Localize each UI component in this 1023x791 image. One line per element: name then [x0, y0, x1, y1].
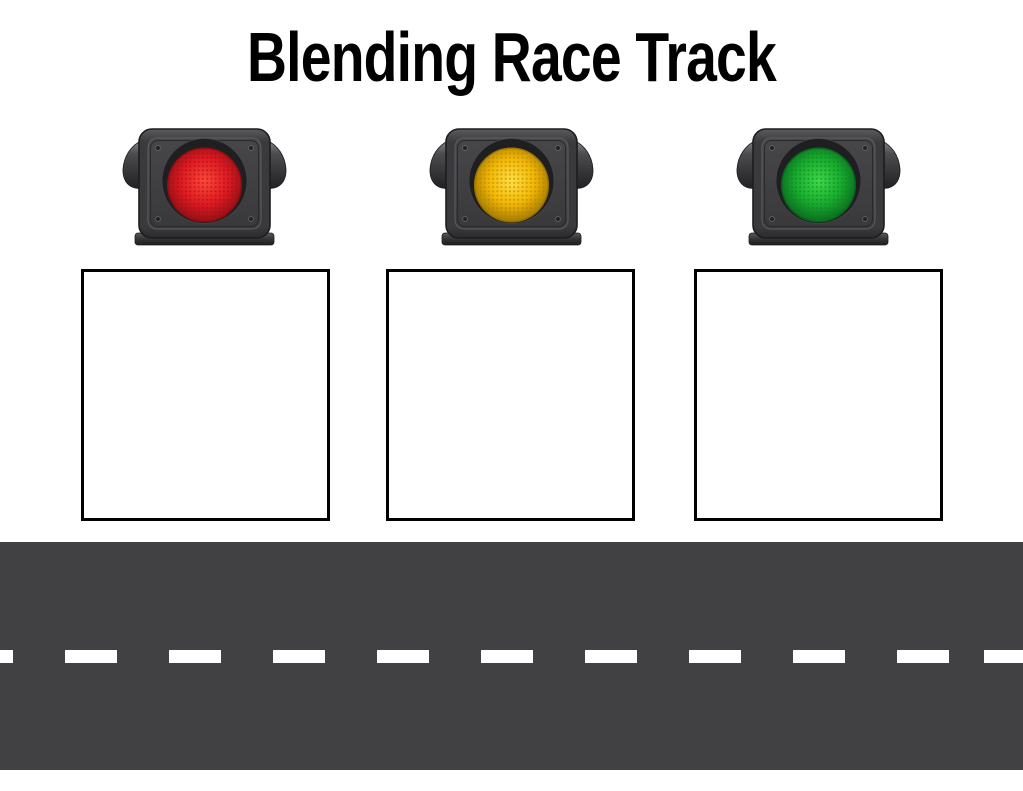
answer-box-green[interactable]	[694, 269, 943, 521]
road-center-dashes-icon	[0, 650, 1023, 663]
answer-box-yellow[interactable]	[386, 269, 635, 521]
answer-box-red[interactable]	[81, 269, 330, 521]
page-title: Blending Race Track	[247, 18, 777, 96]
traffic-light-red-icon	[121, 122, 288, 247]
traffic-light-yellow-icon	[428, 122, 595, 247]
road	[0, 542, 1023, 770]
traffic-light-green-icon	[735, 122, 902, 247]
